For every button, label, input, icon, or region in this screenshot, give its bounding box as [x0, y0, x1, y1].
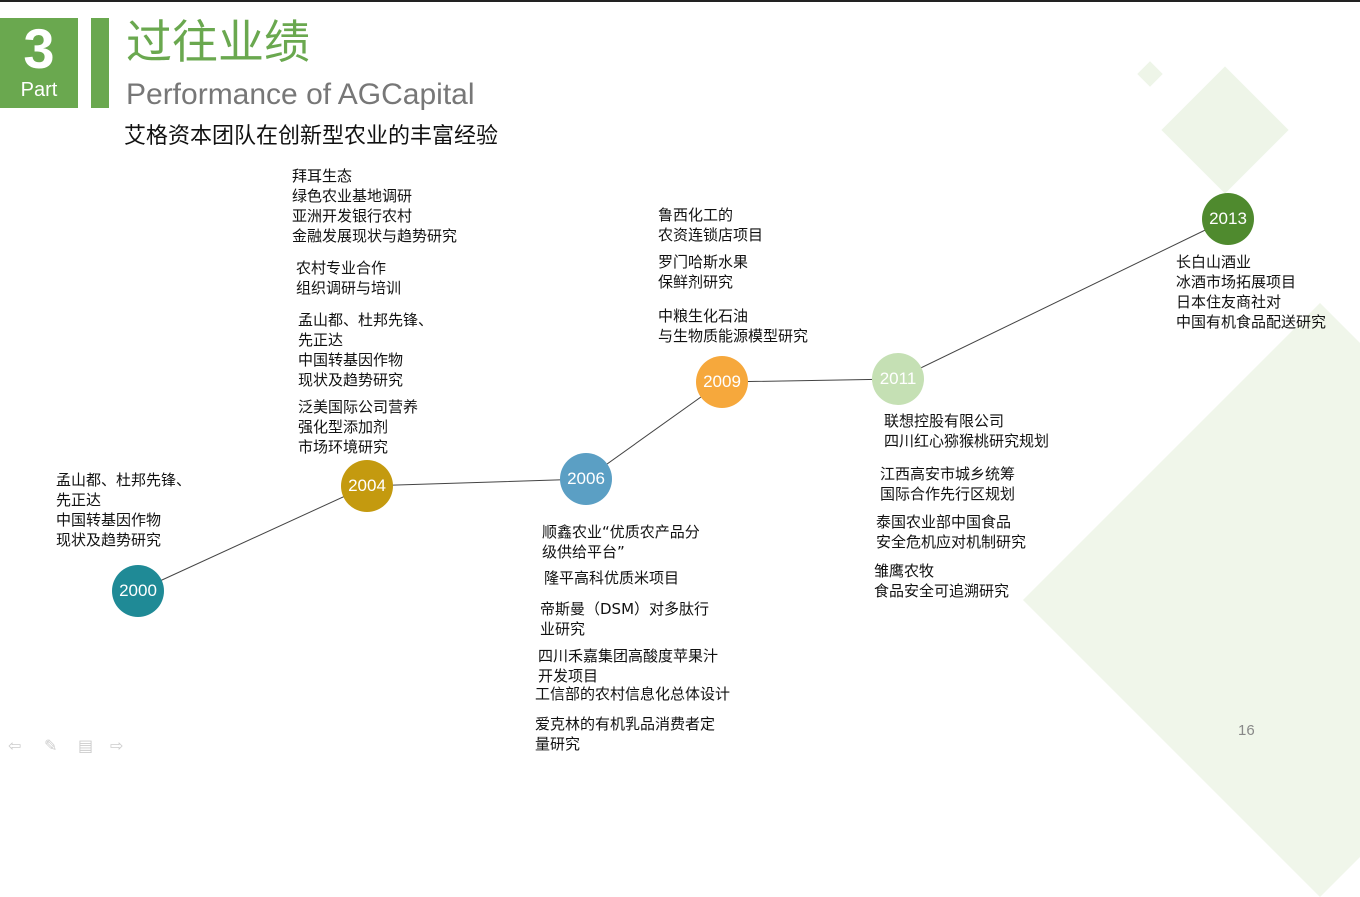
part-badge: 3 Part: [0, 18, 78, 108]
project-line: 中粮生化石油: [658, 307, 749, 325]
project-line: 泛美国际公司营养: [298, 398, 419, 416]
project-block-2004: 农村专业合作组织调研与培训: [296, 258, 401, 298]
accent-bar: [91, 18, 109, 108]
project-block-2011: 江西高安市城乡统筹国际合作先行区规划: [880, 464, 1015, 504]
project-line: 拜耳生态: [292, 167, 353, 185]
project-line: 食品安全可追溯研究: [874, 582, 1010, 600]
timeline-connector: [137, 218, 1229, 592]
page-tagline: 艾格资本团队在创新型农业的丰富经验: [124, 124, 499, 149]
project-line: 市场环境研究: [298, 438, 389, 456]
project-block-2004: 拜耳生态绿色农业基地调研亚洲开发银行农村金融发展现状与趋势研究: [292, 166, 457, 246]
project-block-2009: 罗门哈斯水果保鲜剂研究: [658, 252, 748, 292]
project-line: 四川禾嘉集团高酸度苹果汁: [538, 647, 719, 665]
project-block-2013: 长白山酒业冰酒市场拓展项目日本住友商社对中国有机食品配送研究: [1176, 252, 1326, 332]
project-block-2006: 顺鑫农业“优质农产品分级供给平台”: [542, 522, 700, 562]
project-line: 农村专业合作: [296, 259, 387, 277]
project-block-2006: 四川禾嘉集团高酸度苹果汁开发项目: [538, 646, 718, 686]
project-line: 安全危机应对机制研究: [876, 533, 1027, 551]
project-line: 与生物质能源模型研究: [658, 327, 809, 345]
project-line: 冰酒市场拓展项目: [1176, 273, 1297, 291]
project-line: 雏鹰农牧: [874, 562, 935, 580]
next-slide-icon[interactable]: ⇨: [110, 736, 124, 755]
project-line: 业研究: [540, 620, 586, 638]
project-line: 帝斯曼（DSM）对多肽行: [540, 600, 710, 618]
project-block-2000: 孟山都、杜邦先锋、先正达中国转基因作物现状及趋势研究: [56, 470, 191, 550]
project-line: 工信部的农村信息化总体设计: [535, 685, 731, 703]
project-block-2009: 中粮生化石油与生物质能源模型研究: [658, 306, 808, 346]
project-line: 先正达: [298, 331, 344, 349]
project-line: 强化型添加剂: [298, 418, 389, 436]
project-block-2011: 雏鹰农牧食品安全可追溯研究: [874, 561, 1009, 601]
project-block-2004: 泛美国际公司营养强化型添加剂市场环境研究: [298, 397, 418, 457]
project-line: 农资连锁店项目: [658, 226, 764, 244]
year-node-2004: 2004: [341, 460, 393, 512]
project-block-2011: 联想控股有限公司四川红心猕猴桃研究规划: [884, 411, 1049, 451]
year-node-2011: 2011: [872, 353, 924, 405]
project-line: 国际合作先行区规划: [880, 485, 1016, 503]
project-line: 罗门哈斯水果: [658, 253, 749, 271]
project-block-2011: 泰国农业部中国食品安全危机应对机制研究: [876, 512, 1026, 552]
project-line: 爱克林的有机乳品消费者定: [535, 715, 716, 733]
project-line: 保鲜剂研究: [658, 273, 734, 291]
project-line: 隆平高科优质米项目: [544, 569, 680, 587]
project-line: 孟山都、杜邦先锋、: [298, 311, 434, 329]
project-line: 长白山酒业: [1176, 253, 1252, 271]
page-subtitle: Performance of AGCapital: [126, 78, 475, 111]
year-node-2006: 2006: [560, 453, 612, 505]
project-line: 绿色农业基地调研: [292, 187, 413, 205]
project-line: 金融发展现状与趋势研究: [292, 227, 458, 245]
project-line: 中国有机食品配送研究: [1176, 313, 1327, 331]
project-line: 鲁西化工的: [658, 206, 734, 224]
project-line: 先正达: [56, 491, 102, 509]
project-line: 江西高安市城乡统筹: [880, 465, 1016, 483]
year-node-2013: 2013: [1202, 193, 1254, 245]
year-node-2000: 2000: [112, 565, 164, 617]
project-line: 泰国农业部中国食品: [876, 513, 1012, 531]
prev-slide-icon[interactable]: ⇦: [8, 736, 22, 755]
project-block-2006: 工信部的农村信息化总体设计: [535, 684, 730, 704]
pen-icon[interactable]: ✎: [44, 736, 58, 755]
project-block-2006: 隆平高科优质米项目: [544, 568, 679, 588]
project-line: 四川红心猕猴桃研究规划: [884, 432, 1050, 450]
project-block-2004: 孟山都、杜邦先锋、先正达中国转基因作物现状及趋势研究: [298, 310, 433, 390]
part-number: 3: [23, 17, 55, 80]
project-line: 顺鑫农业“优质农产品分: [542, 523, 700, 541]
project-line: 中国转基因作物: [56, 511, 162, 529]
project-block-2006: 帝斯曼（DSM）对多肽行业研究: [540, 599, 709, 639]
page-number: 16: [1238, 722, 1255, 739]
project-line: 现状及趋势研究: [56, 531, 162, 549]
menu-icon[interactable]: ▤: [78, 736, 94, 755]
project-block-2009: 鲁西化工的农资连锁店项目: [658, 205, 763, 245]
project-block-2006: 爱克林的有机乳品消费者定量研究: [535, 714, 715, 754]
top-border: [0, 0, 1360, 2]
project-line: 日本住友商社对: [1176, 293, 1282, 311]
project-line: 开发项目: [538, 667, 599, 685]
page-title: 过往业绩: [126, 15, 310, 69]
project-line: 级供给平台”: [542, 543, 625, 561]
project-line: 亚洲开发银行农村: [292, 207, 413, 225]
project-line: 组织调研与培训: [296, 279, 402, 297]
project-line: 量研究: [535, 735, 581, 753]
project-line: 现状及趋势研究: [298, 371, 404, 389]
project-line: 中国转基因作物: [298, 351, 404, 369]
project-line: 孟山都、杜邦先锋、: [56, 471, 192, 489]
part-label: Part: [20, 79, 58, 101]
project-line: 联想控股有限公司: [884, 412, 1005, 430]
year-node-2009: 2009: [696, 356, 748, 408]
